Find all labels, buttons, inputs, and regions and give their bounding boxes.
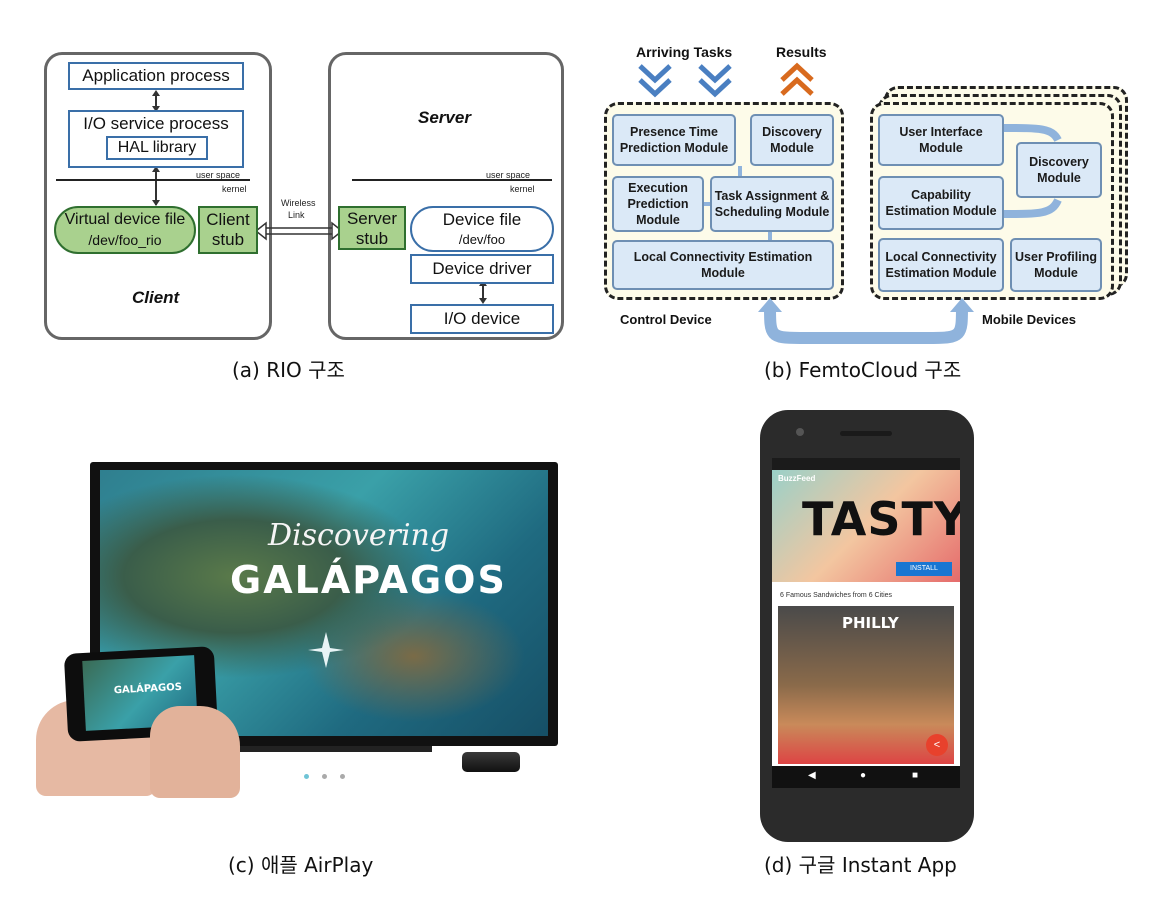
share-fab[interactable]: < [926, 734, 948, 756]
rio-connector-lines [56, 90, 552, 304]
rio-device-file: Device file /dev/foo [410, 206, 554, 252]
speaker-grille [840, 431, 892, 436]
page-dots [304, 774, 348, 780]
fc-execution-module: Execution Prediction Module [612, 176, 704, 232]
page-dot [340, 774, 345, 779]
page-dot [322, 774, 327, 779]
article-title: 6 Famous Sandwiches from 6 Cities [780, 592, 893, 599]
fc-chevron-down-1 [638, 64, 672, 84]
rio-server-stub-line1: Server [346, 209, 398, 228]
home-icon[interactable]: ● [860, 770, 867, 781]
rio-server-stub: Server stub [338, 206, 406, 250]
article-card: PHILLY [778, 606, 954, 764]
rio-app-process: Application process [68, 62, 244, 90]
rio-hal-library: HAL library [106, 136, 208, 160]
page-dot-active [304, 774, 309, 779]
fc-chevron-arrows [638, 62, 814, 98]
fc-task-assignment: Task Assignment & Scheduling Module [710, 176, 834, 232]
fc-flow-arrows [704, 124, 1062, 344]
rio-io-service: I/O service process HAL library [68, 110, 244, 168]
fc-user-profiling: User Profiling Module [1010, 238, 1102, 292]
hero-banner: BuzzFeed TASTY INSTALL [772, 470, 960, 582]
tv-title: GALÁPAGOS [230, 558, 507, 602]
fc-arriving-tasks: Arriving Tasks [636, 44, 733, 60]
install-button[interactable]: INSTALL [896, 562, 952, 576]
fc-user-interface: User Interface Module [878, 114, 1004, 166]
fc-local-conn-right: Local Connectivity Estimation Module [878, 238, 1004, 292]
rio-server-label: Server [418, 108, 471, 127]
hand-right [150, 706, 240, 798]
rio-wireless-label-2: Link [288, 210, 305, 220]
compass-icon [308, 632, 344, 668]
brand-label: BuzzFeed [778, 474, 816, 483]
fc-presence-module: Presence Time Prediction Module [612, 114, 736, 166]
fc-results: Results [776, 44, 827, 60]
fc-mobile-devices-label: Mobile Devices [982, 312, 1076, 327]
recents-icon[interactable]: ■ [912, 770, 919, 781]
nav-bar: ◀ ● ■ [772, 766, 960, 788]
apple-tv-box [462, 752, 520, 772]
rio-client-label: Client [132, 288, 180, 307]
android-screen: BuzzFeed TASTY INSTALL 6 Famous Sandwich… [772, 458, 960, 788]
rio-user-space-left: user space [196, 170, 241, 180]
hero-title: TASTY [802, 492, 960, 546]
fc-chevron-up-1 [780, 62, 814, 82]
rio-client-stub-line2: stub [211, 230, 245, 249]
rio-client-stub-line1: Client [206, 210, 250, 229]
rio-kernel-left: kernel [222, 184, 247, 194]
rio-virtual-device-label: Virtual device file [64, 211, 186, 228]
front-camera-icon [796, 428, 804, 436]
rio-server-panel [328, 52, 564, 340]
rio-kernel-right: kernel [510, 184, 535, 194]
rio-io-service-label: I/O service process [83, 114, 229, 133]
rio-client-panel [44, 52, 272, 340]
rio-wireless-label-1: Wireless [281, 198, 316, 208]
fc-chevron-down-2 [638, 78, 672, 98]
caption-c: (c) 애플 AirPlay [228, 853, 374, 877]
phone-title: GALÁPAGOS [113, 681, 183, 697]
rio-device-file-label: Device file [442, 210, 522, 229]
fc-chevron-down-4 [698, 78, 732, 98]
fc-local-conn-left: Local Connectivity Estimation Module [612, 240, 834, 290]
rio-virtual-device-path: /dev/foo_rio [88, 232, 162, 248]
status-bar [772, 458, 960, 470]
tv-stand [236, 746, 432, 752]
rio-device-driver: Device driver [410, 254, 554, 284]
tv-title-script: Discovering [268, 518, 450, 553]
fc-control-device-label: Control Device [620, 312, 712, 327]
rio-user-space-right: user space [486, 170, 531, 180]
fc-chevron-down-3 [698, 64, 732, 84]
caption-d: (d) 구글 Instant App [764, 853, 957, 877]
rio-virtual-device-file: Virtual device file /dev/foo_rio [54, 206, 196, 254]
card-title: PHILLY [842, 614, 899, 632]
fc-discovery-left: Discovery Module [750, 114, 834, 166]
share-icon: < [933, 739, 941, 751]
rio-client-stub: Client stub [198, 206, 258, 254]
caption-a: (a) RIO 구조 [232, 358, 345, 382]
fc-chevron-up-2 [780, 76, 814, 96]
caption-b: (b) FemtoCloud 구조 [764, 358, 962, 382]
rio-server-stub-line2: stub [355, 229, 389, 248]
fc-discovery-right: Discovery Module [1016, 142, 1102, 198]
rio-device-path: /dev/foo [458, 232, 506, 247]
back-icon[interactable]: ◀ [808, 770, 816, 781]
rio-io-device: I/O device [410, 304, 554, 334]
fc-capability: Capability Estimation Module [878, 176, 1004, 230]
